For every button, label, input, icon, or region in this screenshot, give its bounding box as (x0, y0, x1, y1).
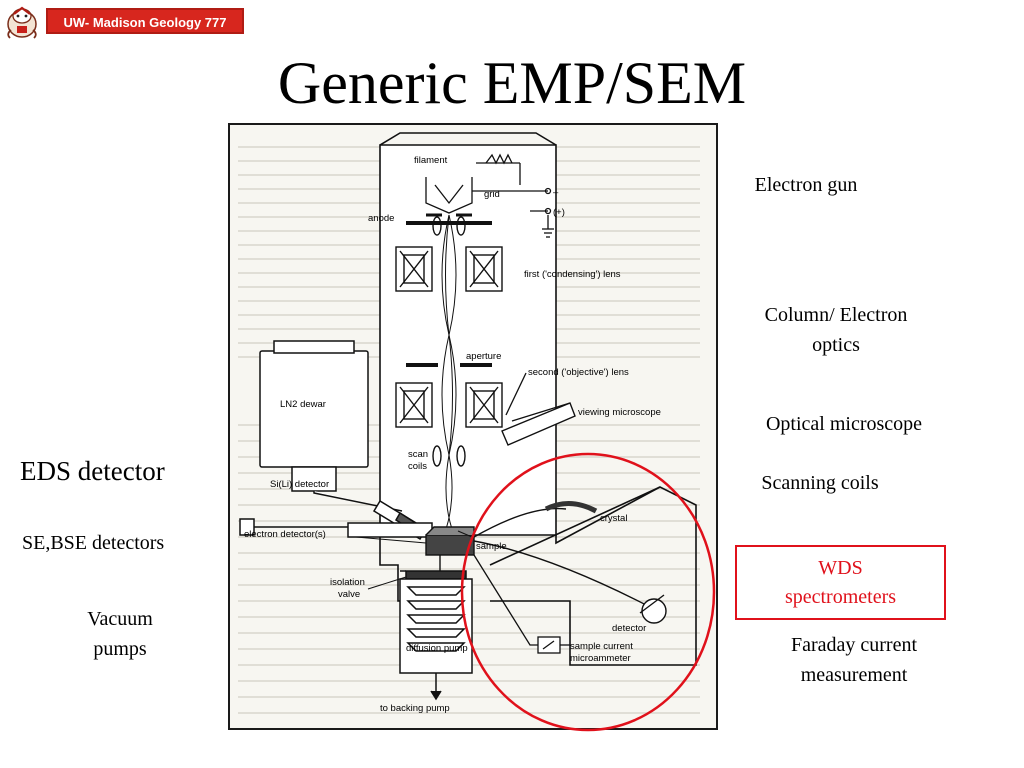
vacuum-line-1: Vacuum (87, 608, 153, 630)
column-line-2: optics (812, 334, 860, 356)
electron-gun-text: Electron gun (754, 174, 858, 196)
faraday-line-2: measurement (800, 664, 908, 686)
label-aperture: aperture (466, 351, 501, 362)
optical-microscope-text: Optical microscope (765, 413, 923, 435)
annotation-vacuum-pumps: Vacuum pumps (62, 604, 178, 664)
course-badge: UW- Madison Geology 777 (46, 8, 244, 34)
se-bse-text: SE,BSE detectors (22, 532, 165, 554)
annotation-se-bse: SE,BSE detectors (22, 528, 222, 558)
annotation-electron-gun: Electron gun (736, 170, 876, 200)
viewing-microscope (501, 402, 576, 446)
wds-line-1: WDS (818, 557, 863, 579)
label-filament: filament (414, 155, 448, 166)
wds-line-2: spectrometers (784, 586, 897, 608)
label-minus: – (553, 187, 559, 198)
wds-spectrometers-box: WDS spectrometers (735, 545, 946, 620)
wds-spectrometer (473, 501, 667, 624)
annotation-scanning-coils: Scanning coils (738, 468, 902, 498)
scanning-coils-text: Scanning coils (761, 472, 879, 494)
label-valve: valve (338, 589, 360, 600)
label-sili-detector: Si(Li) detector (270, 479, 329, 490)
leader-lines (355, 530, 473, 590)
label-sample-current: sample current (570, 641, 633, 652)
scan-coils (432, 216, 466, 467)
label-sample: sample (476, 541, 507, 552)
annotation-faraday: Faraday current measurement (756, 630, 952, 690)
first-lens (395, 246, 503, 292)
eds-text: EDS detector (20, 456, 165, 486)
label-second-lens: second ('objective') lens (528, 367, 629, 378)
emp-sem-schematic: filament grid – (+) anode first ('conden… (228, 123, 718, 730)
label-backing-pump: to backing pump (380, 703, 450, 714)
label-diffusion-pump: diffusion pump (406, 643, 468, 654)
label-detector: detector (612, 623, 646, 634)
label-anode: anode (368, 213, 394, 224)
annotation-optical-microscope: Optical microscope (738, 409, 950, 439)
second-lens (395, 382, 503, 428)
slide-title: Generic EMP/SEM (277, 50, 747, 116)
viewing-arrow (505, 372, 527, 416)
label-first-lens: first ('condensing') lens (524, 269, 621, 280)
wds-highlight-circle (460, 452, 716, 732)
badger-logo-icon (7, 6, 37, 39)
annotation-column-optics: Column/ Electron optics (736, 300, 936, 360)
faraday-line-1: Faraday current (790, 634, 918, 656)
label-isolation: isolation (330, 577, 365, 588)
annotation-eds: EDS detector (20, 456, 220, 486)
microammeter (473, 554, 570, 654)
electron-gun (425, 153, 554, 238)
label-coils: coils (408, 461, 427, 472)
vacuum-line-2: pumps (93, 638, 147, 660)
label-ln2-dewar: LN2 dewar (280, 399, 326, 410)
electron-beam (441, 214, 457, 536)
label-grid: grid (484, 189, 500, 200)
label-crystal: crystal (600, 513, 627, 524)
label-viewing-microscope: viewing microscope (578, 407, 661, 418)
label-plus: (+) (553, 207, 565, 218)
diffusion-pump (399, 578, 473, 701)
column-line-1: Column/ Electron (764, 304, 908, 326)
label-microammeter: microammeter (570, 653, 631, 664)
ln2-dewar (259, 340, 403, 512)
label-scan: scan (408, 449, 428, 460)
label-electron-detector: electron detector(s) (244, 529, 326, 540)
